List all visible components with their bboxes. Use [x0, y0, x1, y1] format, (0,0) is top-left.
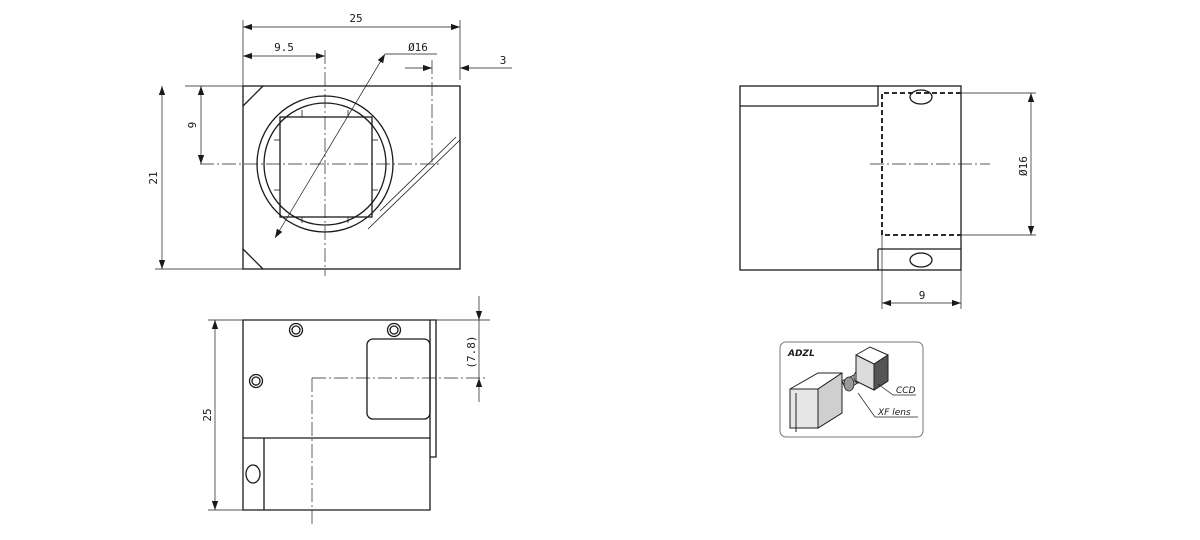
side-top-hole — [909, 89, 933, 105]
dim-edge-label: 3 — [500, 54, 507, 67]
dim-bore-diameter-label: Ø16 — [408, 41, 428, 54]
screw-hole — [288, 322, 304, 338]
dim-side-depth-label: 9 — [919, 289, 926, 302]
side-bottom-hole — [909, 252, 933, 268]
inset-label-ccd: CCD — [896, 386, 916, 396]
screw-hole — [386, 322, 402, 338]
sensor-window — [279, 116, 373, 218]
chamfer-top-left — [242, 85, 264, 107]
ccd-leader — [877, 383, 916, 396]
dim-line-bore-diameter — [274, 53, 386, 239]
dim-width-label: 25 — [349, 12, 362, 25]
bottom-view: 25 (7.8) — [201, 296, 490, 526]
inset-label-lens: XF lens — [877, 408, 911, 418]
hidden-bore-outline — [881, 92, 961, 236]
dim-offset-label: 9.5 — [274, 41, 294, 54]
chamfer-bottom-left — [242, 248, 264, 270]
ccd-head-illustration — [855, 346, 889, 391]
dim-reference-label: (7.8) — [465, 335, 478, 368]
dim-height-label: 21 — [147, 171, 160, 184]
bottom-flange — [430, 319, 437, 458]
front-view: 25 9.5 Ø16 3 9 21 — [147, 12, 512, 276]
dim-vertical-offset-label: 9 — [186, 122, 199, 129]
bottom-slot-hole — [245, 464, 261, 484]
product-inset: ADZL CCD XF lens — [779, 341, 924, 438]
dim-side-diameter-label: Ø16 — [1017, 156, 1030, 176]
front-body-outline — [242, 85, 461, 270]
bottom-cutout-window — [366, 338, 431, 420]
dim-bottom-height-label: 25 — [201, 408, 214, 421]
side-view: Ø16 9 — [739, 85, 1036, 309]
camera-body-illustration — [789, 372, 843, 432]
side-body-outline — [739, 85, 962, 271]
lens-leader — [857, 392, 918, 418]
screw-hole — [248, 373, 264, 389]
bottom-body-outline — [242, 319, 431, 511]
inset-title: ADZL — [787, 349, 815, 359]
